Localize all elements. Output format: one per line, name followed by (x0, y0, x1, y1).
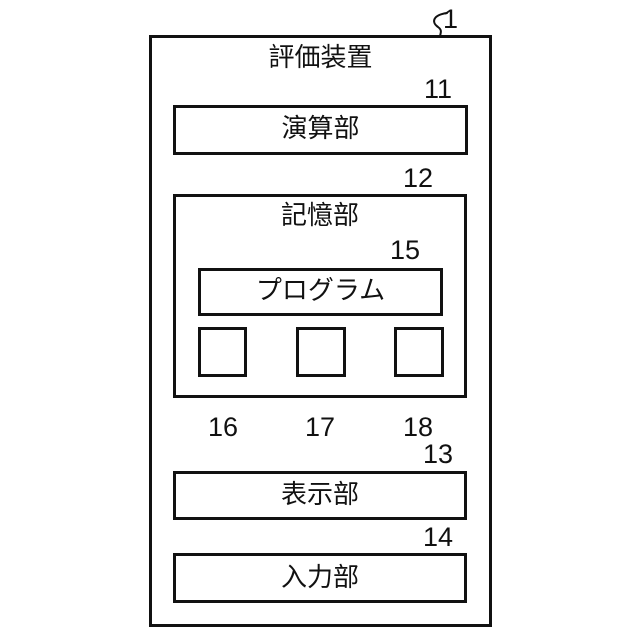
program-box (198, 268, 443, 316)
data-box-2 (296, 327, 346, 377)
computing-unit-box (173, 105, 468, 155)
ref-num-17: 17 (304, 412, 336, 442)
ref-num-14: 14 (423, 522, 454, 552)
ref-num-12: 12 (403, 163, 434, 193)
ref-num-1: 1 (443, 4, 459, 34)
program-label: プログラム (255, 276, 386, 306)
data-box-3 (394, 327, 444, 377)
ref-num-18: 18 (402, 412, 434, 442)
evaluation-device-label: 評価装置 (268, 43, 373, 73)
ref-num-15: 15 (390, 235, 421, 265)
computing-unit-label: 演算部 (281, 114, 360, 144)
input-unit-box (173, 553, 467, 603)
display-unit-label: 表示部 (280, 480, 359, 510)
ref-num-11: 11 (424, 74, 453, 104)
ref-num-13: 13 (423, 439, 454, 469)
display-unit-box (173, 471, 467, 520)
data-box-1 (198, 327, 247, 377)
input-unit-label: 入力部 (280, 563, 359, 593)
storage-unit-label: 記憶部 (280, 201, 359, 231)
ref-num-16: 16 (207, 412, 239, 442)
